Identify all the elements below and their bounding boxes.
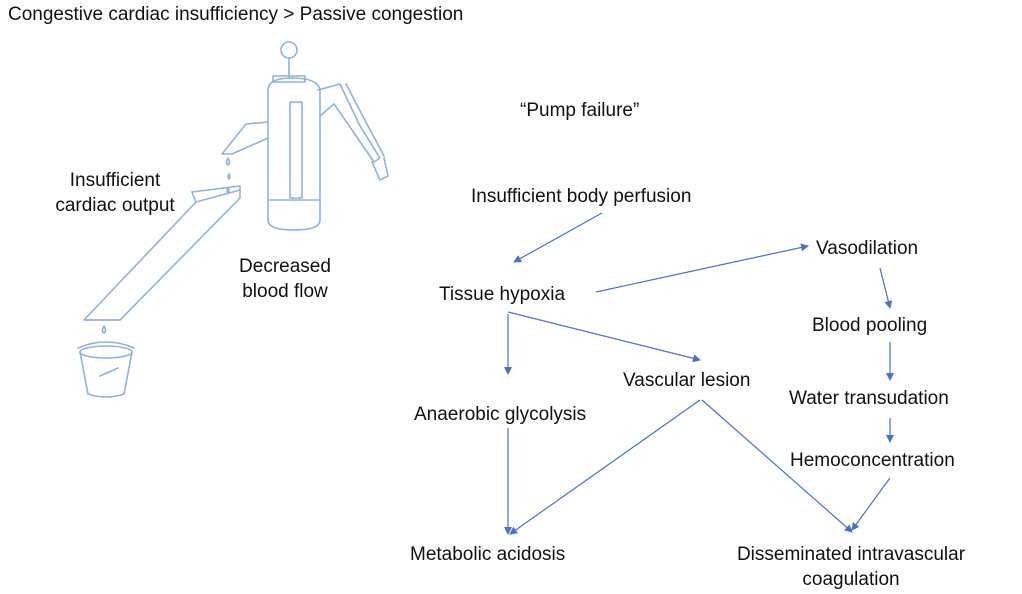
- node-vasodilation: Vasodilation: [816, 238, 919, 259]
- node-insufficient-perfusion: Insufficient body perfusion: [471, 186, 692, 207]
- node-tissue-hypoxia: Tissue hypoxia: [439, 284, 566, 305]
- arrow-perfusion-to-hypoxia: [513, 212, 603, 263]
- label-flow-line-1: Decreased: [239, 256, 331, 277]
- label-decreased-flow: Decreased blood flow: [225, 254, 345, 304]
- node-metabolic-acidosis: Metabolic acidosis: [410, 544, 566, 565]
- arrow-vasodilation-to-pooling: [879, 267, 893, 309]
- label-output-line-2: cardiac output: [55, 195, 175, 216]
- node-vascular-lesion: Vascular lesion: [623, 370, 751, 391]
- label-output-line-1: Insufficient: [69, 170, 161, 191]
- node-blood-pooling: Blood pooling: [812, 315, 928, 336]
- label-flow-line-2: blood flow: [242, 281, 328, 302]
- node-dic-line-2: coagulation: [802, 569, 900, 590]
- arrow-hypoxia-to-vasodilation: [595, 243, 809, 293]
- diagram-subtitle: “Pump failure”: [520, 100, 640, 121]
- arrow-lesion-to-acidosis: [509, 399, 701, 535]
- node-water-transudation: Water transudation: [789, 388, 949, 409]
- arrow-lesion-to-dic: [701, 399, 853, 533]
- label-insufficient-output: Insufficient cardiac output: [40, 168, 190, 218]
- node-hemoconcentration: Hemoconcentration: [790, 450, 955, 471]
- node-anaerobic-glycolysis: Anaerobic glycolysis: [414, 404, 587, 425]
- arrow-hypoxia-to-lesion: [507, 311, 701, 363]
- arrow-hemoconcentration-to-dic: [851, 477, 891, 531]
- node-dic: Disseminated intravascular coagulation: [724, 542, 978, 592]
- pump-illustration: [77, 41, 389, 398]
- node-dic-line-1: Disseminated intravascular: [736, 544, 966, 565]
- page-title: Congestive cardiac insufficiency > Passi…: [8, 4, 464, 25]
